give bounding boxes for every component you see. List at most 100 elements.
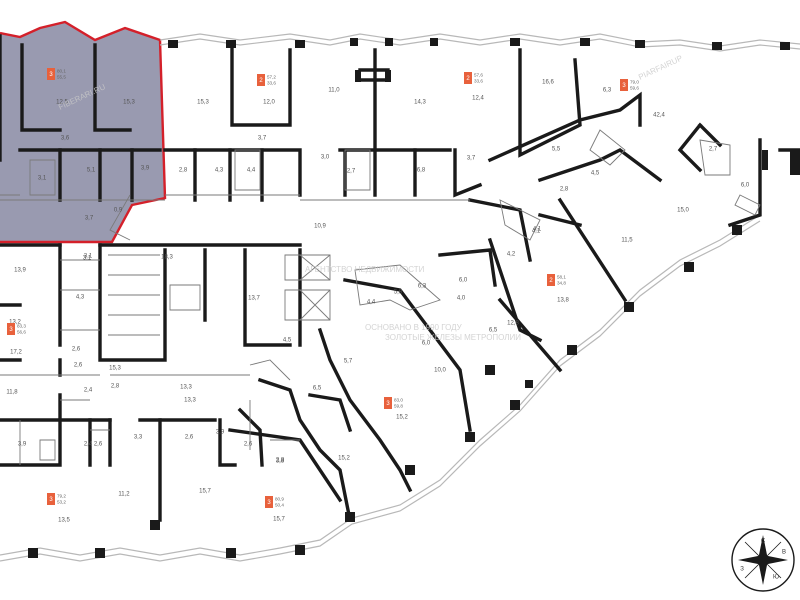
room-area-label: 2,4: [84, 388, 93, 394]
room-area-label: 4,4: [367, 300, 376, 306]
room-area-label: 4,3: [215, 168, 224, 174]
apartment-badge-box: [7, 323, 15, 335]
room-area-label: 5,8: [394, 290, 403, 296]
apartment-total-area: 80,1: [57, 69, 66, 74]
apartment-rooms-count: 2: [549, 278, 553, 284]
interior-lines: [0, 129, 761, 465]
room-area-label: 18,3: [161, 255, 173, 261]
apartment-living-area: 33,6: [474, 79, 483, 84]
apartment-badge[interactable]: 383,059,8: [384, 397, 403, 409]
room-area-label: 6,3: [418, 284, 427, 290]
room-area-label: 10,9: [314, 224, 326, 230]
room-area-label: 3,3: [134, 435, 143, 441]
room-area-label: 15,3: [197, 100, 209, 106]
apartment-total-area: 57,6: [474, 73, 483, 78]
room-area-label: 2,8: [111, 384, 120, 390]
apartment-rooms-count: 3: [49, 497, 53, 503]
apartment-badge[interactable]: 3 79,253,2: [47, 493, 66, 505]
room-area-label: 4,1: [533, 227, 542, 233]
room-area-label: 2,8: [276, 458, 285, 464]
apartment-total-area: 57,2: [267, 75, 276, 80]
room-area-label: 2,7: [347, 169, 356, 175]
room-area-label: 12,4: [472, 96, 484, 102]
compass-west-label: З: [740, 567, 744, 573]
room-area-label: 17,2: [10, 350, 22, 356]
room-area-label: 5,5: [552, 147, 561, 153]
room-area-label: 15,2: [338, 456, 350, 462]
room-area-label: 5,7: [344, 359, 353, 365]
room-area-label: 16,6: [542, 80, 554, 86]
compass-south-label: Ю: [773, 575, 779, 581]
apartment-total-area: 80,9: [275, 497, 284, 502]
room-area-label: 6,5: [489, 328, 498, 334]
apartment-badge-box: [47, 68, 55, 80]
room-area-label: 15,7: [199, 489, 211, 495]
apartment-badge[interactable]: 2 57,233,6: [257, 74, 276, 86]
compass-north-label: С: [761, 539, 766, 545]
room-area-label: 6,8: [417, 168, 426, 174]
compass: С В Ю З: [731, 528, 795, 592]
room-area-label: 4,5: [283, 338, 292, 344]
room-area-label: 15,7: [273, 517, 285, 523]
apartment-total-area: 83,0: [394, 398, 403, 403]
apartment-total-area: 79,0: [630, 80, 639, 85]
room-area-label: 13,2: [9, 320, 21, 326]
room-area-label: 11,2: [118, 492, 130, 498]
room-area-label: 4,3: [76, 295, 85, 301]
room-area-label: 2,7: [709, 147, 718, 153]
apartment-badge[interactable]: 380,155,5: [47, 68, 66, 80]
watermark-line2: ОСНОВАНО В 1990 ГОДУ: [365, 323, 463, 332]
room-area-label: 12,5: [56, 100, 68, 106]
room-area-label: 6,0: [459, 278, 468, 284]
apartment-total-area: 83,3: [17, 324, 26, 329]
room-area-label: 3,7: [467, 156, 476, 162]
apartment-badge[interactable]: 3 80,950,4: [265, 496, 284, 508]
watermark-agency: АГЕНТСТВО НЕДВИЖИМОСТИ: [305, 265, 425, 274]
apartment-living-area: 55,5: [57, 75, 66, 80]
room-area-label: 3,7: [85, 216, 94, 222]
apartment-rooms-count: 3: [267, 500, 271, 506]
room-area-label: 4,5: [591, 171, 600, 177]
room-area-label: 3,6: [61, 136, 70, 142]
apartment-badge[interactable]: 2 57,633,6: [464, 72, 483, 84]
room-area-label: 15,0: [677, 208, 689, 214]
highlighted-apartment[interactable]: [0, 20, 167, 244]
room-area-label: 2,6: [74, 363, 83, 369]
apartment-rooms-count: 2: [466, 76, 470, 82]
apartment-badge[interactable]: 3 79,059,6: [620, 79, 639, 91]
apartment-badge-box: [265, 496, 273, 508]
apartment-living-area: 33,6: [267, 81, 276, 86]
apartment-living-area: 53,2: [57, 500, 66, 505]
apartment-living-area: 59,8: [394, 404, 403, 409]
apartment-badge-box: [384, 397, 392, 409]
room-area-label: 42,4: [653, 113, 665, 119]
room-area-label: 13,8: [557, 298, 569, 304]
room-area-label: 2,6: [94, 442, 103, 448]
room-area-label: 0,9: [114, 208, 123, 214]
room-area-label: 5,1: [87, 168, 96, 174]
apartment-living-area: 50,4: [275, 503, 284, 508]
highlight-outline: [0, 20, 167, 244]
apartment-rooms-count: 2: [259, 78, 263, 84]
highlight-fill: [0, 22, 165, 242]
compass-east-label: В: [782, 550, 786, 556]
apartment-living-area: 59,6: [630, 86, 639, 91]
room-area-label: 3,9: [216, 430, 225, 436]
room-area-label: 2,8: [179, 168, 188, 174]
room-area-label: 15,3: [123, 100, 135, 106]
room-area-label: 11,8: [6, 390, 18, 396]
room-area-label: 13,3: [180, 385, 192, 391]
room-area-label: 2,8: [560, 187, 569, 193]
apartment-badge-box: [47, 493, 55, 505]
room-area-label: 3,1: [83, 256, 92, 262]
apartment-badge[interactable]: 383,356,6: [7, 323, 26, 335]
room-area-label: 13,5: [58, 518, 70, 524]
room-area-label: 2,4: [84, 442, 93, 448]
room-area-label: 11,0: [328, 88, 340, 94]
room-area-label: 4,2: [507, 252, 516, 258]
apartment-total-area: 79,2: [57, 494, 66, 499]
apartment-living-area: 56,6: [17, 330, 26, 335]
apartment-rooms-count: 3: [622, 83, 626, 89]
apartment-badge[interactable]: 258,134,8: [547, 274, 566, 286]
